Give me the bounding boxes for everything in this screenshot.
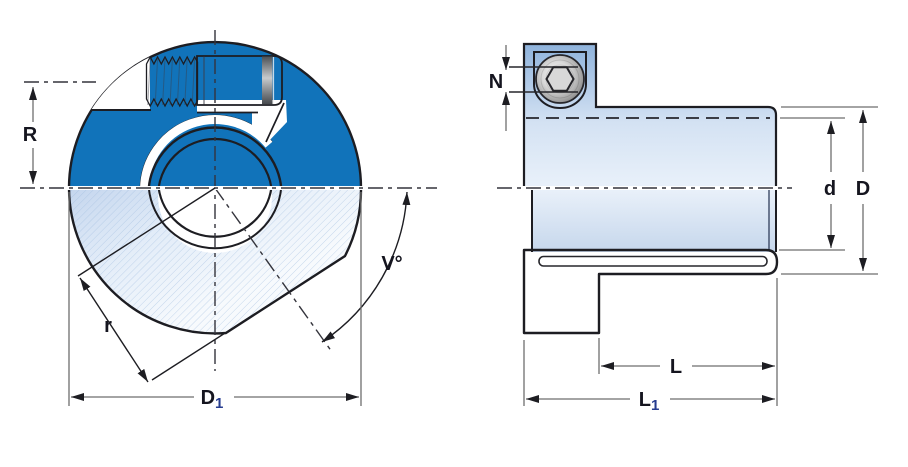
hex-socket bbox=[545, 66, 575, 92]
dimension-L1: L1 bbox=[523, 340, 775, 414]
socket-screw bbox=[535, 54, 585, 104]
front-center-lines bbox=[20, 30, 437, 371]
label-d: d bbox=[824, 178, 836, 200]
slotted-band-and-flange bbox=[522, 248, 779, 335]
dimension-R: R bbox=[23, 87, 38, 184]
label-L1: L1 bbox=[639, 389, 660, 414]
angle-arc-V bbox=[321, 191, 411, 343]
dimension-V: V° bbox=[321, 191, 411, 343]
label-D: D bbox=[856, 178, 870, 200]
clamp-slit bbox=[140, 115, 273, 188]
screw-head bbox=[196, 55, 283, 106]
dimension-N: N bbox=[489, 45, 578, 131]
thread-flanks bbox=[147, 57, 196, 106]
side-view: N d D L bbox=[489, 42, 878, 414]
dim-line-r bbox=[79, 277, 149, 383]
label-L: L bbox=[670, 356, 682, 378]
label-R: R bbox=[23, 124, 38, 146]
clamp-ring-lower-edge bbox=[147, 188, 283, 250]
dimension-D1: D1 bbox=[68, 192, 362, 412]
upper-body-outline bbox=[522, 42, 778, 188]
slit-connector-edge bbox=[265, 102, 285, 143]
slit-slot bbox=[538, 255, 768, 267]
dimension-D: D bbox=[781, 106, 878, 275]
screw-notch bbox=[91, 57, 150, 110]
slit-connector bbox=[252, 100, 287, 143]
lower-body bbox=[532, 188, 776, 252]
angle-centerline bbox=[214, 187, 333, 353]
dimension-L: L bbox=[598, 278, 778, 406]
screw-head-ring bbox=[540, 59, 580, 99]
front-view: R r V° D1 bbox=[20, 30, 437, 412]
collar-upper-half bbox=[24, 40, 363, 188]
label-D1: D1 bbox=[201, 387, 224, 412]
clamp-screw bbox=[145, 55, 283, 108]
label-N: N bbox=[489, 71, 503, 93]
label-V: V° bbox=[381, 253, 402, 275]
flat-extension-line bbox=[151, 255, 346, 381]
r-reference-line bbox=[77, 187, 216, 277]
label-r: r bbox=[104, 315, 112, 337]
head-band bbox=[262, 56, 273, 105]
dimension-d: d bbox=[779, 117, 845, 251]
dimension-r: r bbox=[77, 187, 346, 383]
